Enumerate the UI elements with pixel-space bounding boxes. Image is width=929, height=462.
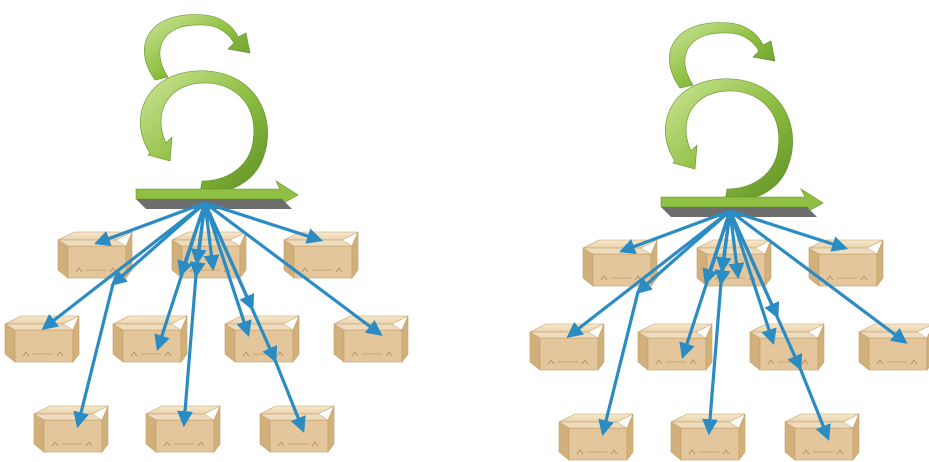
blue-distribution-arrow (728, 210, 745, 280)
cardboard-box-icon (57, 231, 133, 279)
cardboard-box-icon (4, 315, 80, 363)
blue-distribution-arrow (798, 367, 831, 441)
cardboard-box-icon (558, 413, 634, 461)
blue-distribution-arrow (203, 202, 220, 272)
blue-distribution-arrow (190, 202, 207, 266)
cardboard-box-icon (145, 405, 221, 453)
blue-distribution-arrow (177, 274, 198, 428)
blue-distribution-arrow (93, 201, 206, 247)
cardboard-box-icon (112, 315, 188, 363)
cardboard-box-icon (333, 315, 409, 363)
blue-distribution-arrow (273, 359, 306, 433)
blue-distribution-arrow (702, 282, 723, 436)
blue-distribution-arrow (566, 209, 731, 338)
cardboard-box-icon (582, 239, 658, 287)
blue-distribution-arrow (41, 201, 206, 330)
cardboard-box-icon (670, 413, 746, 461)
blue-distribution-arrow (204, 201, 383, 336)
blue-distribution-arrow (203, 202, 252, 338)
blue-distribution-arrow (729, 209, 908, 344)
blue-distribution-arrow (729, 209, 849, 252)
green-swirl-arrow-icon (135, 14, 299, 209)
cardboard-box-icon (637, 323, 713, 371)
blue-distribution-arrow (635, 209, 732, 295)
cardboard-box-icon (224, 315, 300, 363)
cardboard-box-icon (749, 323, 825, 371)
blue-distribution-arrow (203, 202, 278, 363)
blue-distribution-arrow (702, 210, 732, 286)
blue-distribution-arrow (204, 201, 324, 244)
cardboard-box-icon (858, 323, 929, 371)
blue-distribution-arrow (110, 201, 207, 287)
distribution-diagram-left (4, 14, 409, 453)
green-swirl-arrow-icon (660, 22, 824, 217)
blue-distribution-arrow (73, 283, 115, 429)
hub-bar (661, 207, 817, 217)
blue-distribution-arrow (715, 210, 732, 274)
distribution-diagram-right (529, 22, 929, 461)
blue-distribution-arrow (177, 202, 207, 278)
blue-distribution-arrow (618, 209, 731, 255)
blue-distribution-arrow (728, 210, 777, 346)
blue-distribution-arrow (598, 291, 640, 437)
hub-bar (136, 199, 292, 209)
cardboard-box-icon (33, 405, 109, 453)
cardboard-box-icon (529, 323, 605, 371)
blue-distribution-arrow (728, 210, 803, 371)
